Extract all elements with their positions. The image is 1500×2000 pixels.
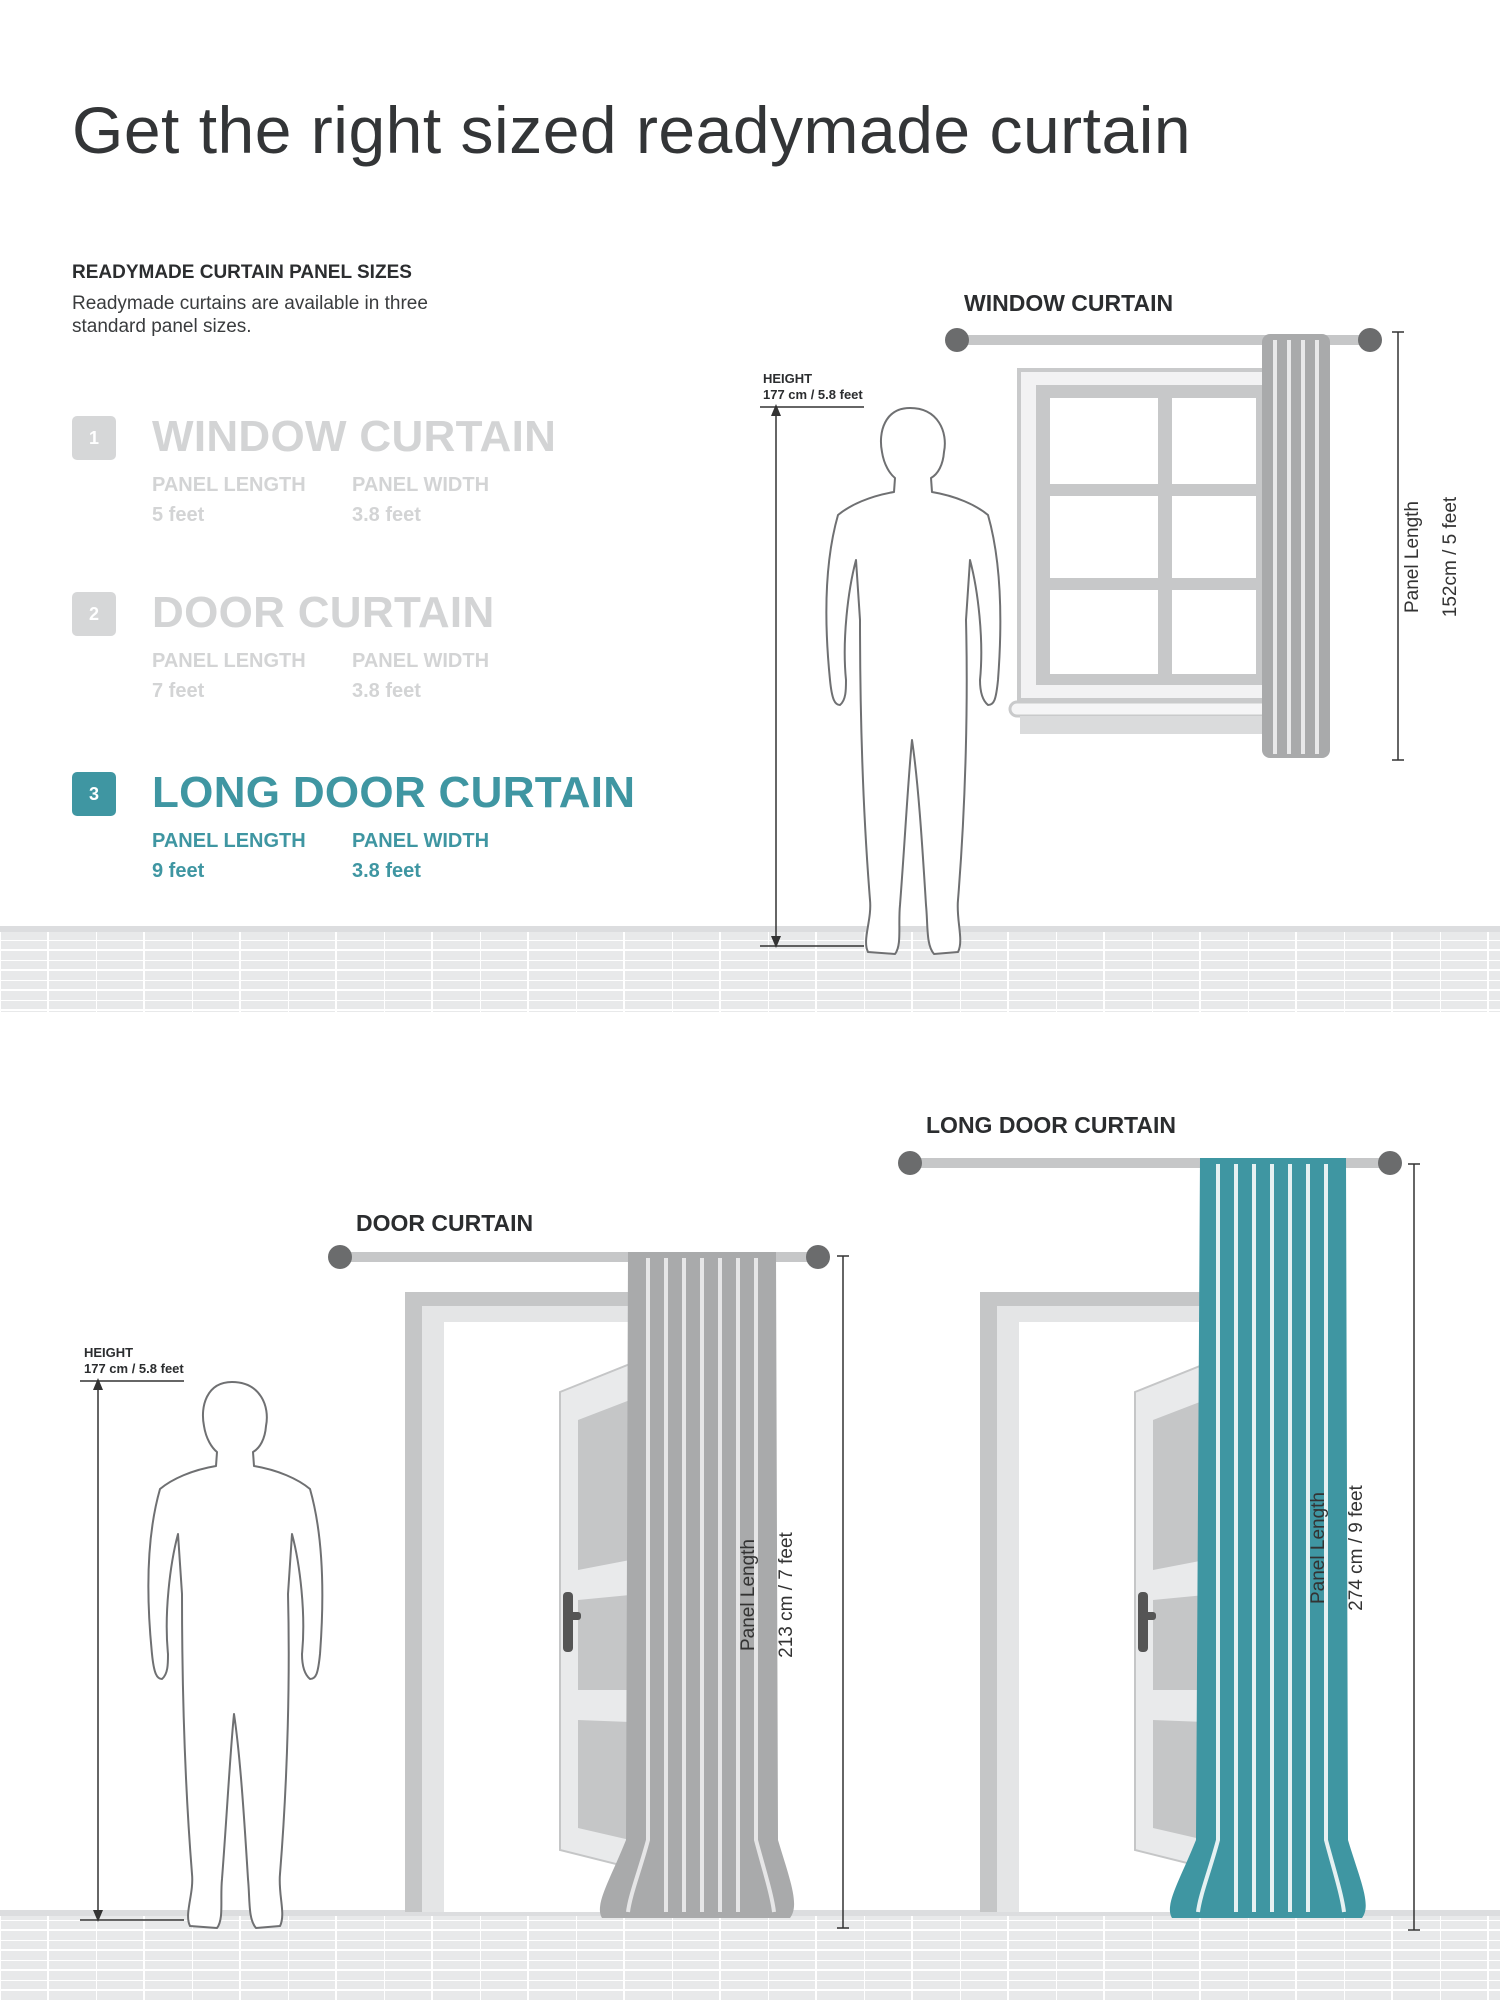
floor-top bbox=[0, 926, 1500, 1012]
height-value-text: 177 cm / 5.8 feet bbox=[84, 1361, 184, 1376]
panel-length-value: 5 feet bbox=[152, 504, 205, 526]
option-name: WINDOW CURTAIN bbox=[152, 412, 557, 461]
long-door-curtain-label: LONG DOOR CURTAIN bbox=[926, 1112, 1177, 1138]
panel-width-value: 3.8 feet bbox=[352, 860, 421, 882]
long-door-curtain-panel bbox=[1169, 1158, 1366, 1918]
height-label: HEIGHT 177 cm / 5.8 feet bbox=[84, 1345, 184, 1377]
panel-width-value: 3.8 feet bbox=[352, 504, 421, 526]
panel-length-dimension-door bbox=[837, 1255, 849, 1929]
panel-length-value: 7 feet bbox=[152, 680, 205, 702]
panel-length-label-window: Panel Length bbox=[1402, 501, 1423, 613]
height-dimension-arrow bbox=[80, 1378, 184, 1922]
window-frame bbox=[1008, 368, 1282, 734]
person-figure bbox=[147, 1381, 324, 1929]
panel-length-label-long-door: Panel Length bbox=[1308, 1492, 1329, 1604]
option-number-badge: 2 bbox=[72, 592, 116, 636]
page-title: Get the right sized readymade curtain bbox=[72, 93, 1192, 167]
panel-width-label: PANEL WIDTH bbox=[352, 830, 490, 852]
height-label: HEIGHT 177 cm / 5.8 feet bbox=[763, 371, 863, 403]
panel-length-value-window: 152cm / 5 feet bbox=[1440, 496, 1461, 618]
panel-length-value: 9 feet bbox=[152, 860, 205, 882]
option-name: LONG DOOR CURTAIN bbox=[152, 768, 636, 817]
floor-bottom bbox=[0, 1910, 1500, 2000]
panel-width-label: PANEL WIDTH bbox=[352, 650, 490, 672]
panel-length-label: PANEL LENGTH bbox=[152, 830, 306, 852]
height-value-text: 177 cm / 5.8 feet bbox=[763, 387, 863, 402]
panel-length-value-door: 213 cm / 7 feet bbox=[776, 1532, 797, 1658]
window-curtain-panel bbox=[1262, 334, 1330, 758]
door-curtain-panel bbox=[599, 1252, 795, 1918]
door-curtain-label: DOOR CURTAIN bbox=[356, 1210, 534, 1236]
long-door-frame bbox=[980, 1292, 1223, 1912]
option-number-badge: 3 bbox=[72, 772, 116, 816]
option-name: DOOR CURTAIN bbox=[152, 588, 495, 637]
panel-length-value-long-door: 274 cm / 9 feet bbox=[1346, 1485, 1367, 1611]
person-figure bbox=[825, 407, 1002, 955]
height-label-text: HEIGHT bbox=[84, 1345, 134, 1360]
option-number-badge: 1 bbox=[72, 416, 116, 460]
height-dimension-arrow bbox=[760, 404, 864, 948]
section-description: Readymade curtains are available in thre… bbox=[72, 293, 428, 337]
window-curtain-label: WINDOW CURTAIN bbox=[964, 290, 1174, 316]
panel-length-label: PANEL LENGTH bbox=[152, 474, 306, 496]
panel-length-dimension-long-door bbox=[1408, 1163, 1420, 1931]
height-label-text: HEIGHT bbox=[763, 371, 813, 386]
panel-width-label: PANEL WIDTH bbox=[352, 474, 490, 496]
door-frame bbox=[405, 1292, 648, 1912]
panel-length-label-door: Panel Length bbox=[738, 1539, 759, 1651]
section-heading: READYMADE CURTAIN PANEL SIZES bbox=[72, 262, 412, 283]
panel-width-value: 3.8 feet bbox=[352, 680, 421, 702]
panel-length-dimension-window bbox=[1392, 331, 1404, 761]
panel-length-label: PANEL LENGTH bbox=[152, 650, 306, 672]
